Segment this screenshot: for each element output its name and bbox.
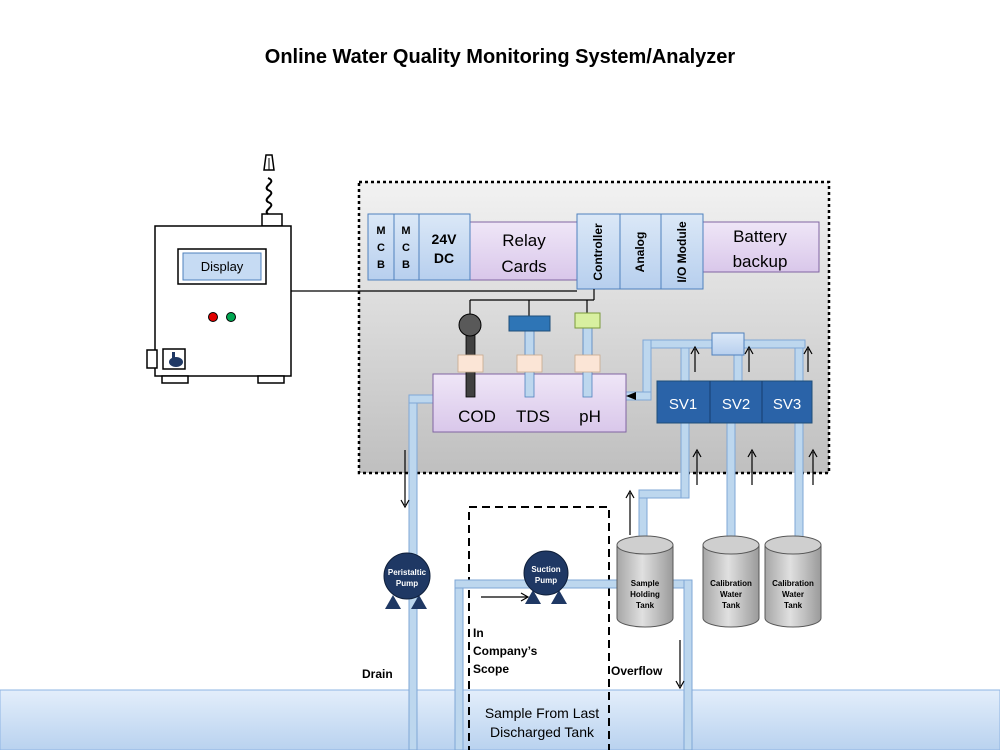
display-side-port (146, 349, 158, 369)
source-label-1: Sample From Last (485, 705, 599, 721)
red-led-icon (208, 312, 218, 322)
pipe-suction-down (454, 579, 464, 750)
ph-gland (574, 354, 601, 373)
pipe-overflow-down (683, 579, 693, 750)
peristaltic-label-2: Pump (396, 579, 418, 588)
relay-label-line1: Relay (502, 231, 546, 250)
page-title: Online Water Quality Monitoring System/A… (264, 46, 736, 68)
scope-label-2: Company’s (473, 644, 538, 658)
io-module-label: I/O Module (675, 221, 689, 283)
analog-label: Analog (633, 232, 647, 273)
sensor-wires (469, 289, 595, 316)
antenna-coil (265, 177, 273, 215)
source-label-2: Discharged Tank (490, 724, 595, 740)
cal1-tank-label-2: Water (720, 590, 742, 599)
cod-gland (457, 354, 484, 373)
green-led-icon (226, 312, 236, 322)
sv3-label: SV3 (773, 396, 801, 413)
drain-label: Drain (362, 667, 393, 681)
mcb1-letter-c: C (377, 242, 385, 254)
dc-label-line2: DC (434, 250, 454, 266)
cal1-tank-label-1: Calibration (710, 579, 752, 588)
mcb2-letter-b: B (402, 259, 410, 271)
pipe-sv3-up (794, 344, 804, 383)
relay-label-line2: Cards (501, 257, 546, 276)
suction-pump (523, 550, 569, 604)
sample-tank-label-3: Tank (636, 601, 655, 610)
mcb1-letter-m: M (376, 225, 385, 237)
peristaltic-label-1: Peristaltic (388, 568, 427, 577)
display-screen-label: Display (201, 259, 244, 274)
tds-probe-head (508, 315, 551, 332)
sample-tank-label-2: Holding (630, 590, 660, 599)
chamber-inlet-arrow (626, 392, 636, 400)
battery-label-line2: backup (733, 252, 788, 271)
suction-label-2: Pump (535, 576, 557, 585)
pipe-peristaltic-top (408, 394, 435, 404)
pipe-sv1-down (680, 421, 690, 499)
cal1-tank-label-3: Tank (722, 601, 741, 610)
pipe-sv1-up (680, 344, 690, 383)
tds-gland (516, 354, 543, 373)
scope-label-3: Scope (473, 662, 509, 676)
sample-tank-label-1: Sample (631, 579, 660, 588)
cal2-tank-label-2: Water (782, 590, 804, 599)
io-module-box (660, 213, 704, 290)
calibration-tank-1 (702, 535, 760, 628)
tds-label: TDS (516, 407, 550, 426)
suction-label-1: Suction (531, 565, 560, 574)
flow-arrows (400, 345, 818, 690)
scope-label-1: In (473, 626, 484, 640)
sample-holding-tank (616, 535, 674, 628)
mcb2-box (393, 213, 420, 281)
display-foot-left (161, 375, 189, 384)
sv2-label: SV2 (722, 396, 750, 413)
cod-probe-head (458, 313, 482, 337)
dc-label-line1: 24V (432, 231, 458, 247)
company-scope-box (468, 506, 610, 750)
peristaltic-pump (383, 552, 431, 609)
water-body (0, 689, 1000, 750)
24v-dc-box (418, 213, 471, 281)
display-unit (146, 154, 292, 384)
cal2-tank-label-3: Tank (784, 601, 803, 610)
pipe-sv3-down (794, 421, 804, 545)
calibration-tank-2 (764, 535, 822, 628)
sv1-label: SV1 (669, 396, 697, 413)
ph-probe-head (574, 312, 601, 329)
ph-label: pH (579, 407, 601, 426)
display-foot-right (257, 375, 285, 384)
control-panel-row (367, 213, 820, 290)
badge-logo-icon (169, 357, 183, 367)
mcb2-letter-c: C (402, 242, 410, 254)
display-screen (182, 252, 262, 281)
battery-label-line1: Battery (733, 227, 787, 246)
manifold-junction (711, 332, 745, 356)
pipe-sv2-down (726, 421, 736, 545)
mcb2-letter-m: M (401, 225, 410, 237)
controller-box (576, 213, 621, 290)
cod-label: COD (458, 407, 496, 426)
cal2-tank-label-1: Calibration (772, 579, 814, 588)
solenoid-valve-bank (656, 380, 813, 424)
mcb1-letter-b: B (377, 259, 385, 271)
pipe-manifold-down (642, 339, 652, 401)
controller-label: Controller (591, 223, 605, 281)
analog-box (619, 213, 662, 290)
overflow-label: Overflow (611, 664, 663, 678)
